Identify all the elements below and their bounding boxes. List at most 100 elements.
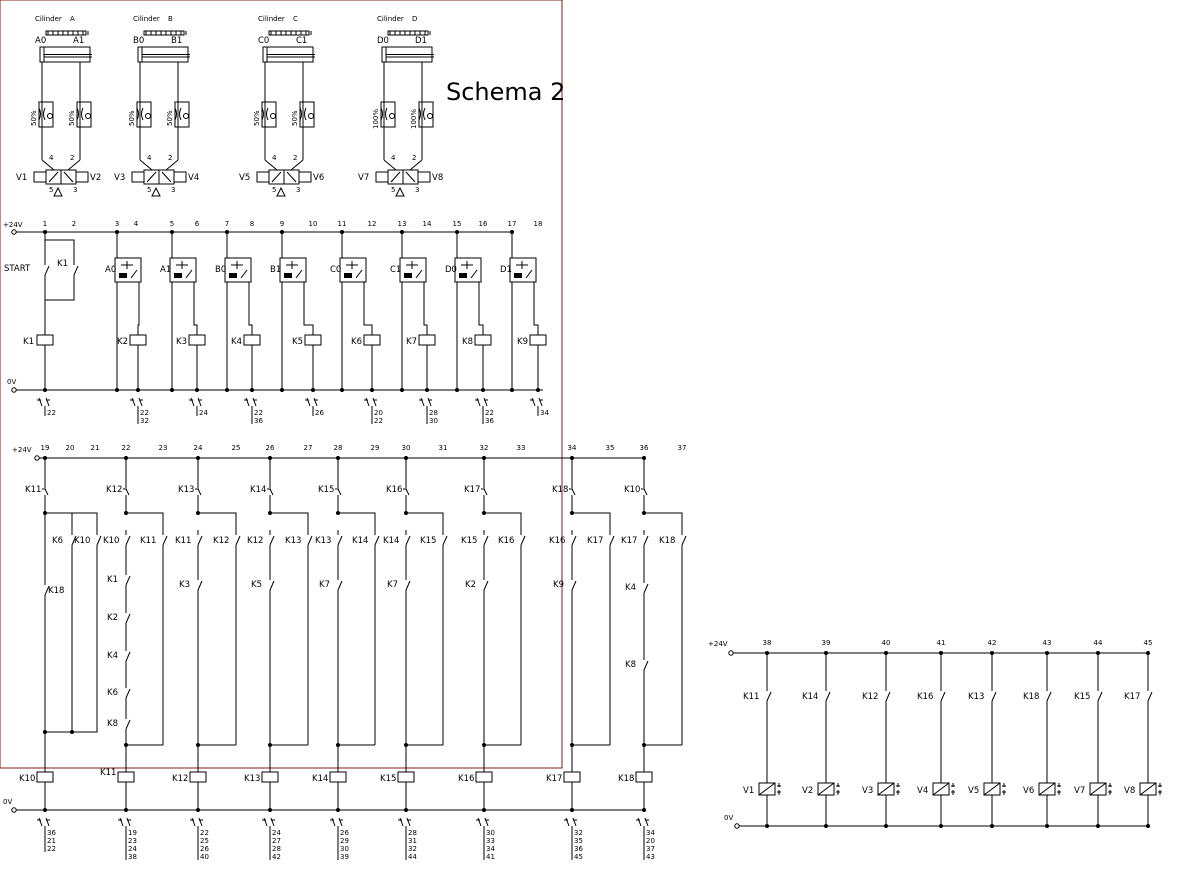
relay-coil	[243, 334, 261, 346]
air-line	[67, 159, 81, 171]
node-number: 8	[250, 220, 254, 228]
solenoid-actuator	[75, 171, 89, 183]
end-position-label: C1	[296, 36, 307, 46]
coil-label: K9	[517, 337, 528, 347]
node-number: 40	[882, 639, 891, 647]
crossref-number: 45	[574, 853, 583, 861]
throttle-symbol	[380, 107, 388, 121]
junction-dot	[400, 388, 404, 392]
sensor-contact	[240, 269, 248, 279]
rail-zero-label: 0V	[7, 378, 16, 386]
valve-solenoid-V8: V8	[1124, 782, 1162, 796]
limit-switch-B0: B0	[215, 257, 252, 283]
no-contact-blade	[307, 535, 313, 546]
relay-coil	[418, 334, 436, 346]
crossref-number: 24	[272, 829, 281, 837]
check-valve-ball	[427, 113, 433, 119]
throttle-symbol	[76, 107, 84, 121]
wire	[45, 280, 75, 301]
rail-plus-label: +24V	[3, 221, 23, 229]
valve-port-label: 5	[147, 186, 151, 194]
limit-switch-B1: B1	[270, 257, 307, 283]
flow-control-box	[76, 101, 92, 128]
contact-label: K3	[179, 580, 190, 590]
wire	[45, 550, 98, 733]
sensor-contact	[415, 269, 423, 279]
coil-label: K4	[231, 337, 242, 347]
check-valve-ball	[308, 113, 314, 119]
crossref-number: 39	[340, 853, 349, 861]
check-valve-ball	[47, 113, 53, 119]
solenoid-label: V5	[968, 786, 979, 796]
coil-label: K7	[406, 337, 417, 347]
sensor-symbol	[176, 261, 188, 269]
limit-switch-D0: D0	[445, 257, 482, 283]
crossref-symbol	[262, 817, 275, 827]
no-contact-blade	[483, 535, 489, 546]
contact-label: K17	[1124, 692, 1140, 702]
no-contact-blade	[125, 719, 131, 730]
rail-zero-label: 0V	[724, 814, 733, 822]
air-line	[41, 159, 55, 171]
relay-coil	[363, 334, 381, 346]
sensor-target	[284, 273, 292, 278]
node-number: 24	[194, 444, 203, 452]
junction-dot	[824, 824, 828, 828]
crossref-number: 21	[47, 837, 56, 845]
coil-label: K18	[618, 774, 634, 784]
sensor-contact	[525, 269, 533, 279]
valve-port-label: 3	[73, 186, 77, 194]
contact-label: K17	[587, 536, 603, 546]
crossref-number: 28	[272, 845, 281, 853]
node-number: 43	[1043, 639, 1052, 647]
node-number: 34	[568, 444, 577, 452]
sensor-target	[404, 273, 412, 278]
valve-port-label: 5	[49, 186, 53, 194]
node-number: 25	[232, 444, 241, 452]
sensor-label: A1	[160, 265, 171, 275]
contact-label: K15	[420, 536, 436, 546]
end-position-label: A0	[35, 36, 46, 46]
node-number: 6	[195, 220, 200, 228]
flow-control-box	[38, 101, 54, 128]
contact-label: K5	[251, 580, 262, 590]
flow-control-box	[418, 101, 434, 128]
solenoid-indicator	[836, 783, 840, 795]
crossref-symbol	[330, 817, 343, 827]
node-number: 36	[640, 444, 649, 452]
terminal-circle	[34, 455, 40, 461]
air-line	[264, 159, 278, 171]
end-position-label: B0	[133, 36, 144, 46]
node-number: 16	[479, 220, 488, 228]
node-number: 22	[122, 444, 131, 452]
junction-dot	[43, 808, 47, 812]
valve-port-label: 3	[171, 186, 175, 194]
contact-label: K11	[175, 536, 191, 546]
junction-dot	[455, 388, 459, 392]
coil-label: K1	[23, 337, 34, 347]
air-line	[290, 159, 304, 171]
relay-coil	[475, 771, 493, 783]
crossref-number: 32	[140, 417, 149, 425]
junction-dot	[268, 808, 272, 812]
crossref-number: 36	[254, 417, 263, 425]
contact-label: K11	[140, 536, 156, 546]
crossref-symbol	[530, 397, 543, 407]
relay-coil	[397, 771, 415, 783]
crossref-number: 24	[128, 845, 137, 853]
contact-label: K11	[25, 485, 41, 495]
contact-label: K4	[107, 651, 118, 661]
contact-label: K13	[178, 485, 194, 495]
valve-solenoid-V6: V6	[1023, 782, 1061, 796]
node-number: 41	[937, 639, 946, 647]
schema-frame	[0, 0, 563, 769]
relay-coil	[129, 334, 147, 346]
crossref-number: 28	[429, 409, 438, 417]
contact-label: K15	[1074, 692, 1090, 702]
relay-coil	[329, 771, 347, 783]
sensor-label: D1	[500, 265, 512, 275]
sensor-symbol	[461, 261, 473, 269]
crossref-number: 44	[408, 853, 417, 861]
crossref-number: 20	[646, 837, 655, 845]
crossref-number: 31	[408, 837, 417, 845]
